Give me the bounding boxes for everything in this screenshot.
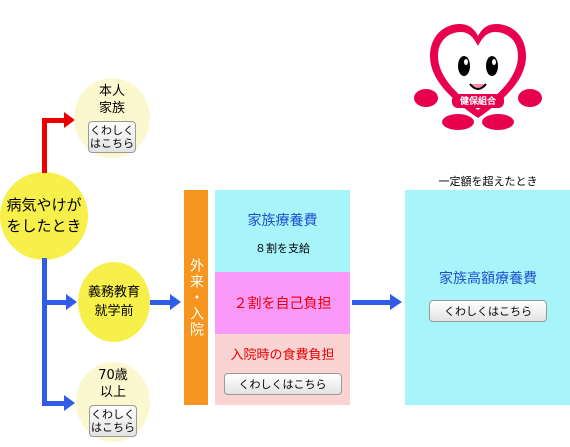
high-cost-panel: 家族高額療養費 くわしくはこちら — [405, 190, 570, 405]
family-benefit-panel: 家族療養費 ８割を支給 — [215, 190, 350, 272]
high-cost-details-button[interactable]: くわしくはこちら — [429, 300, 547, 322]
red-arrow-head-icon — [64, 112, 75, 128]
before-school-label: 就学前 — [94, 304, 134, 319]
blue-connector-care — [150, 300, 172, 305]
blue-arrow-high-cost-icon — [390, 294, 402, 310]
illness-injury-circle: 病気やけが をしたとき — [0, 172, 88, 260]
outpatient-inpatient-bar: 外来・入院 — [184, 190, 208, 405]
meal-cost-label: 入院時の食費負担 — [230, 348, 335, 363]
over-label: 以上 — [99, 385, 126, 400]
heart-mascot-icon — [414, 24, 542, 130]
benefit-80-percent: ８割を支給 — [255, 242, 310, 255]
red-connector-vertical — [42, 119, 47, 173]
meal-cost-details-button[interactable]: くわしくはこちら — [223, 373, 342, 395]
age-70-label: 70歳 — [98, 368, 128, 383]
blue-connector-high-cost — [352, 300, 392, 305]
blue-connector-elderly — [42, 401, 66, 406]
meal-cost-panel: 入院時の食費負担 くわしくはこちら — [215, 334, 350, 405]
self-pay-20-percent: ２割を自己負担 — [233, 296, 332, 312]
mascot-label: 健保組合 — [459, 97, 496, 107]
high-cost-title: 家族高額療養費 — [439, 271, 537, 287]
age-70-details-button[interactable]: くわしく はこちら — [89, 405, 137, 437]
high-cost-caption: 一定額を超えたとき — [438, 175, 538, 188]
blue-arrow-school-icon — [66, 294, 77, 310]
family-label: 家族 — [98, 101, 125, 116]
compulsory-education-label: 義務教育 — [87, 285, 140, 300]
illness-line-1: 病気やけが — [6, 196, 82, 214]
preschool-circle: 義務教育 就学前 — [78, 262, 150, 342]
blue-connector-vertical — [42, 258, 47, 406]
insured-family-circle: 本人 家族 くわしく はこちら — [74, 78, 150, 158]
blue-arrow-care-icon — [170, 294, 181, 310]
red-connector-horizontal — [42, 118, 66, 123]
blue-connector-school — [42, 300, 68, 305]
illness-line-2: をしたとき — [6, 217, 82, 235]
self-pay-panel: ２割を自己負担 — [215, 272, 350, 334]
blue-arrow-elderly-icon — [64, 395, 75, 411]
family-benefit-title: 家族療養費 — [247, 213, 318, 229]
outpatient-inpatient-label: 外来・入院 — [188, 257, 204, 338]
insured-label: 本人 — [98, 84, 125, 99]
age-70-circle: 70歳 以上 くわしく はこちら — [76, 362, 150, 442]
insured-details-button[interactable]: くわしく はこちら — [88, 121, 136, 153]
